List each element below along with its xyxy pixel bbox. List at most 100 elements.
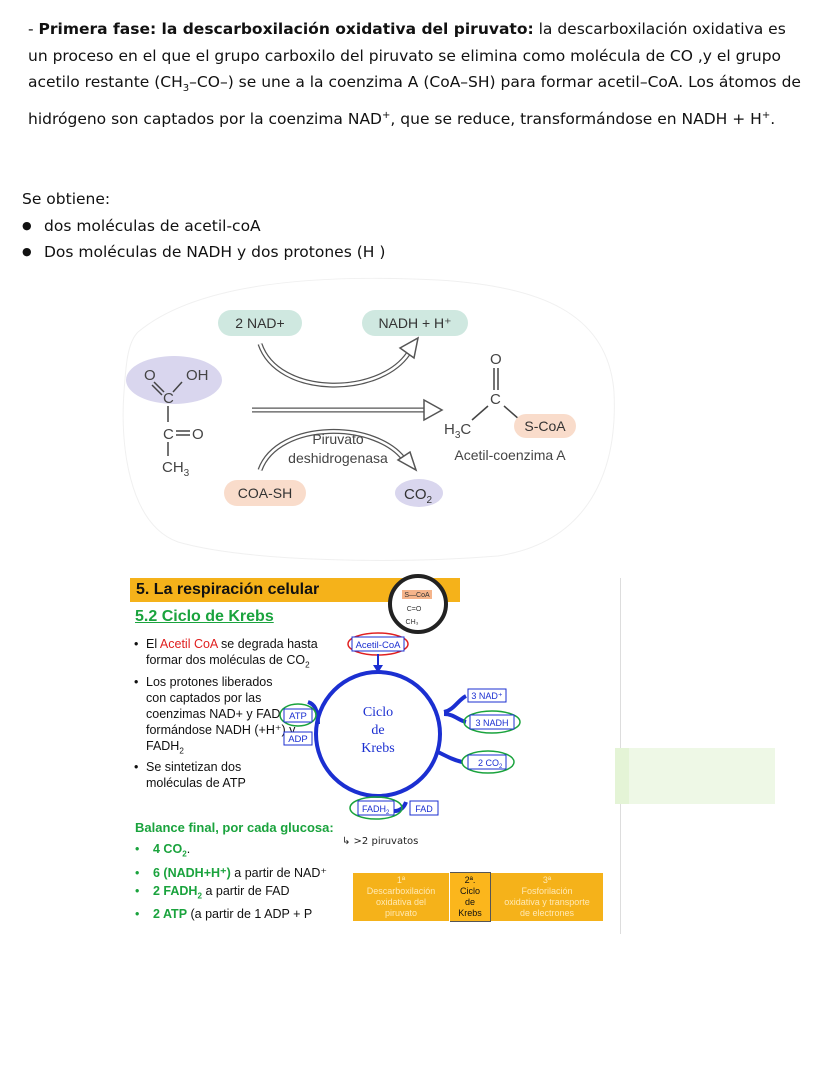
mol-ch3: CH₃ [406, 619, 419, 626]
intro-text-d: . [770, 109, 776, 128]
bottom-arrowhead [396, 450, 418, 472]
fadh2-highlight [349, 796, 403, 820]
product-scoa: S-CoA [524, 418, 566, 434]
bottom-curved-arrow-inner [258, 430, 408, 471]
slide-title: 5. La respiración celular [136, 581, 320, 598]
intro-paragraph: - Primera fase: la descarboxilación oxid… [28, 16, 808, 132]
balance-item: 4 CO2. [135, 840, 327, 864]
enzyme-line2: deshidrogenasa [288, 450, 388, 466]
co2-arrow [437, 750, 463, 764]
intro-text-c: , que se reduce, transformándose en NADH… [390, 109, 762, 128]
pyruvate-oh: OH [186, 367, 209, 384]
krebs-slide: 5. La respiración celular 5.2 Ciclo de K… [128, 574, 622, 936]
slide-bullets: El Acetil CoA se degrada hasta formar do… [134, 636, 324, 791]
balance-item: 2 FADH2 a partir de FAD [135, 882, 327, 906]
nadh-pill [362, 310, 468, 336]
pyruvate-ch3: CH3 [162, 459, 190, 479]
atp-label: ATP [289, 711, 307, 722]
coash-pill [224, 480, 306, 506]
pyruvate-c-mid: C [163, 426, 174, 443]
pyruvate-carboxyl-highlight [126, 356, 222, 404]
reaction-diagram: O OH C C O CH3 2 NAD+ NADH + H⁺ Piruvato… [122, 277, 615, 561]
co2-label: CO2 [404, 486, 433, 506]
intro-bold-title: Primera fase: la descarboxilación oxidat… [38, 20, 534, 38]
atp-highlight [279, 703, 317, 727]
fadh2-label: FADH2 [362, 804, 390, 816]
main-arrowhead [423, 398, 444, 422]
nad-arrow [443, 694, 468, 714]
obtain-heading: Se obtiene: [22, 190, 111, 208]
green-highlight-box [615, 748, 775, 804]
fadh2-box [357, 800, 395, 816]
cycle-l1: Ciclo [363, 705, 393, 720]
mol-scoa: S—CoA [404, 592, 430, 599]
nadh-out-label: NADH + H⁺ [378, 315, 451, 331]
nad-pill [218, 310, 302, 336]
adp-label: ADP [288, 734, 308, 745]
bond [153, 381, 165, 393]
slide-bullet: Los protones liberados con captados por … [134, 674, 296, 760]
obtain-list: dos moléculas de acetil-coA Dos molécula… [22, 213, 385, 266]
handwritten-note: ↳ >2 piruvatos [342, 836, 419, 847]
intro-sup-plus2: + [761, 109, 771, 121]
acetil-arrowhead [373, 665, 383, 673]
mol-scoa-bg [402, 590, 432, 599]
intro-sub3: 3 [182, 83, 190, 95]
bond [503, 405, 521, 421]
intro-text-a: la descarboxilación oxidativa es un proc… [28, 20, 786, 91]
enzyme-line1: Piruvato [312, 431, 364, 447]
bond [151, 384, 163, 396]
obtain-item: Dos moléculas de NADH y dos protones (H … [22, 239, 385, 266]
slide-bullet: Se sintetizan dos moléculas de ATP [134, 759, 296, 791]
coash-label: COA-SH [238, 485, 292, 501]
mol-co: C=O [407, 606, 422, 613]
scoa-pill [514, 414, 576, 438]
fad-label: FAD [415, 804, 433, 814]
nad-in-label: 2 NAD+ [235, 315, 284, 331]
slide-bullet: El Acetil CoA se degrada hasta formar do… [134, 636, 324, 674]
atp-box [283, 708, 313, 723]
product-o: O [490, 351, 502, 368]
product-c: C [490, 391, 501, 408]
nadh-arrow [443, 712, 467, 724]
krebs-cycle-diagram: S—CoA C=O CH₃ Acetil-CoA Ciclo de Krebs … [279, 574, 521, 820]
co2-highlight [461, 750, 515, 774]
fad-box [409, 800, 439, 816]
bond [471, 405, 489, 421]
cycle-l3: Krebs [361, 741, 394, 756]
krebs-circle [314, 670, 442, 798]
nad3-box [467, 688, 507, 703]
slide-subtitle: 5.2 Ciclo de Krebs [135, 608, 274, 625]
obtain-section: Se obtiene: dos moléculas de acetil-coA … [22, 186, 385, 266]
product-h3c: H3C [444, 421, 471, 441]
co2-box [467, 754, 507, 770]
intro-dash: - [28, 20, 39, 38]
top-curved-arrow-inner [258, 343, 410, 387]
balance-item: 6 (NADH+H⁺) a partir de NAD⁺ [135, 864, 327, 882]
nadh3-box [469, 714, 515, 730]
balance-list: 4 CO2. 6 (NADH+H⁺) a partir de NAD⁺ 2 FA… [135, 840, 327, 923]
nad3-label: 3 NAD⁺ [471, 691, 503, 701]
acetil-label: Acetil-CoA [356, 640, 402, 651]
top-arrowhead [398, 336, 420, 360]
atp-arrow [307, 700, 320, 725]
adp-box [283, 731, 313, 746]
product-name: Acetil-coenzima A [454, 447, 566, 463]
pyruvate-o-mid: O [192, 426, 204, 443]
obtain-item: dos moléculas de acetil-coA [22, 213, 385, 240]
acetil-box [351, 636, 405, 652]
co2-slide-label: 2 CO2 [478, 758, 503, 770]
intro-text-b: –CO–) se une a la coenzima A (CoA–SH) pa… [28, 73, 801, 128]
intro-sup-plus: + [381, 109, 391, 121]
balance-title: Balance final, por cada glucosa: [135, 820, 334, 835]
pyruvate-o: O [144, 367, 156, 384]
pyruvate-c-top: C [163, 390, 174, 407]
bond [172, 381, 183, 393]
co2-pill [395, 479, 443, 507]
nadh3-highlight [463, 710, 521, 734]
nadh3-label: 3 NADH [475, 718, 508, 728]
